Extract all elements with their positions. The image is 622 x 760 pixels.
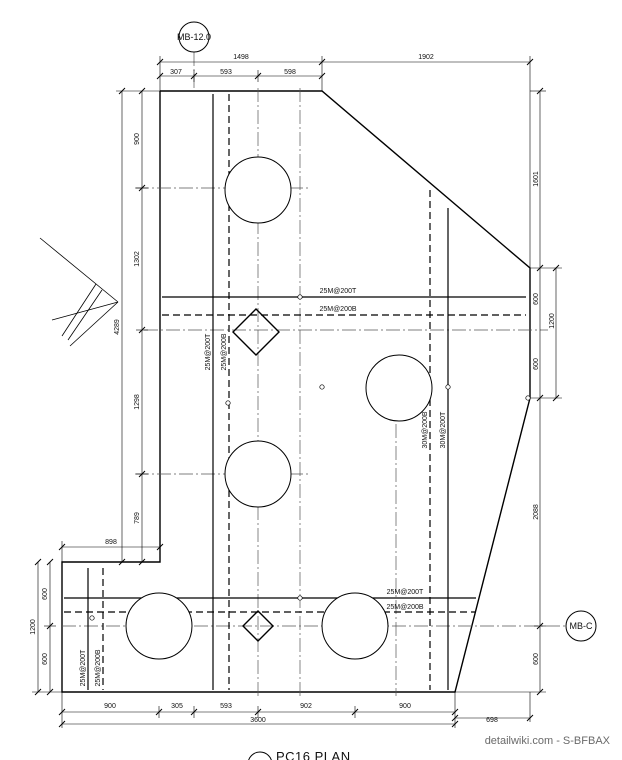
grid-label-right: MB-C (570, 621, 593, 631)
dim-overall-left: 1498 (233, 54, 249, 61)
dim-left-3: 1298 (134, 394, 141, 410)
dim-bottom-2: 305 (171, 703, 183, 710)
dim-bottom-offset: 698 (486, 717, 498, 724)
pile (125, 592, 193, 660)
dimension-text-left: 900 1302 4289 1298 789 898 600 1200 600 (30, 133, 141, 665)
dimension-text-right: 1601 600 1200 600 2088 600 (533, 171, 556, 665)
pile (321, 592, 389, 660)
column (242, 610, 274, 642)
dimension-chains (32, 56, 562, 728)
grid-bubble-right: MB-C (565, 610, 597, 642)
column (232, 308, 280, 356)
dim-bottom-5: 900 (399, 703, 411, 710)
dim-bottom-1: 900 (104, 703, 116, 710)
dim-lower-1: 600 (42, 588, 49, 600)
rebar-label-top-b: 25M@200B (319, 306, 356, 313)
pile-cap-outline (61, 90, 531, 693)
rebar-label-vert-left-b: 25M@200B (221, 333, 228, 370)
dim-bottom-total: 3600 (250, 717, 266, 724)
dim-left-4: 789 (134, 512, 141, 524)
watermark: detailwiki.com - S-BFBAX (485, 735, 611, 747)
dim-right-2: 600 (533, 293, 540, 305)
dim-left-1: 900 (134, 133, 141, 145)
drawing-title: PC16 PLAN (248, 749, 351, 760)
dim-seg-3: 598 (284, 69, 296, 76)
dim-right-1: 1601 (533, 171, 540, 187)
dim-right-5: 600 (533, 653, 540, 665)
dim-left-2: 1302 (134, 251, 141, 267)
reinforcement-top-mesh (64, 94, 526, 690)
dim-seg-2: 593 (220, 69, 232, 76)
bar-markers (89, 294, 531, 621)
dim-left-total: 4289 (114, 319, 121, 335)
pile (365, 354, 433, 422)
dim-seg-1: 307 (170, 69, 182, 76)
adjacent-element (39, 237, 119, 347)
rebar-callouts: 25M@200T 25M@200B 25M@200T 25M@200B 25M@… (80, 288, 447, 687)
title-text: PC16 PLAN (276, 749, 351, 760)
grid-lines (62, 52, 565, 696)
grid-label-top: MB-12.0 (177, 32, 211, 42)
rebar-label-vert-left-t: 25M@200T (205, 333, 212, 370)
dim-bottom-3: 593 (220, 703, 232, 710)
dim-right-mid: 1200 (549, 313, 556, 329)
rebar-label-vert-low-b: 25M@200B (95, 649, 102, 686)
dimension-text-top: 1498 1902 307 593 598 (170, 54, 434, 76)
rebar-label-vert-right-b: 30M@200B (422, 411, 429, 448)
dim-bottom-4: 902 (300, 703, 312, 710)
rebar-label-low-t: 25M@200T (387, 589, 424, 596)
pile (224, 156, 292, 224)
dim-right-3: 600 (533, 358, 540, 370)
dim-right-4: 2088 (533, 504, 540, 520)
dim-lower-2: 600 (42, 653, 49, 665)
grid-bubble-top: MB-12.0 (177, 21, 211, 53)
rebar-label-top-t: 25M@200T (320, 288, 357, 295)
piles (125, 156, 433, 660)
dim-lower-total: 1200 (30, 619, 37, 635)
rebar-label-vert-low-t: 25M@200T (80, 649, 87, 686)
rebar-label-vert-right-t: 30M@200T (440, 411, 447, 448)
dimension-text-bottom: 900 305 593 902 900 3600 698 (104, 703, 498, 724)
pile (224, 440, 292, 508)
dim-overall-right: 1902 (418, 54, 434, 61)
rebar-label-low-b: 25M@200B (386, 604, 423, 611)
dim-step-width: 898 (105, 539, 117, 546)
